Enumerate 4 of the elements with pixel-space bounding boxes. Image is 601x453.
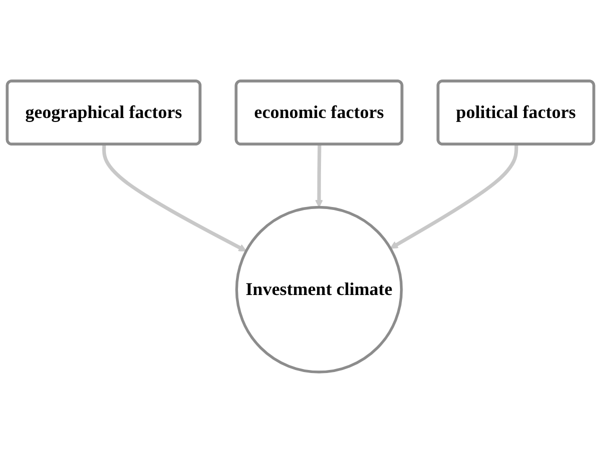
arrow — [390, 144, 518, 249]
arrow — [102, 144, 247, 252]
node-circle: Investment climate — [235, 206, 403, 374]
arrow — [315, 144, 323, 208]
